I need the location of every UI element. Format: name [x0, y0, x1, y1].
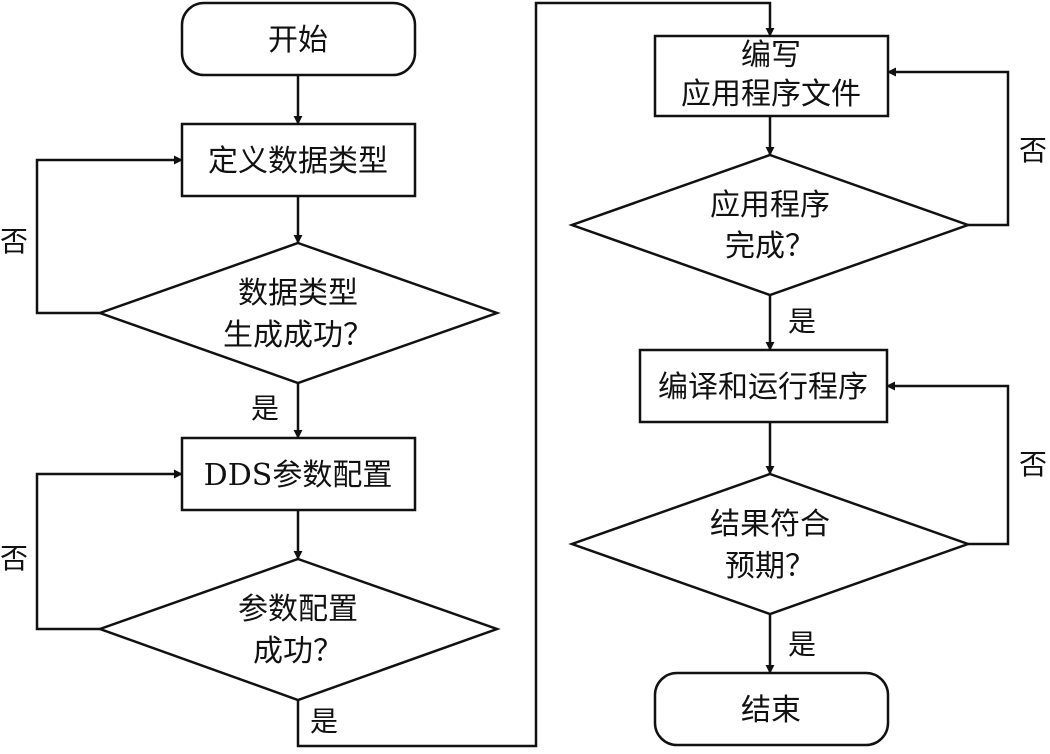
config-ok-decision: [96, 557, 501, 702]
yes-label-config: 是: [310, 705, 338, 738]
write-app-label-line1: 编写: [741, 38, 801, 73]
loop-app-done-no: [887, 67, 1010, 227]
write-app-label-line2: 应用程序文件: [681, 77, 861, 112]
define-types-label: 定义数据类型: [208, 144, 388, 179]
yes-label-result: 是: [788, 628, 816, 661]
compile-run-label: 编译和运行程序: [658, 370, 868, 405]
no-label-config: 否: [0, 542, 28, 575]
app-done-label-line2: 完成？: [725, 229, 815, 264]
config-ok-label-line1: 参数配置: [238, 592, 358, 627]
yes-label-types: 是: [251, 392, 279, 425]
arrow-config-ok-to-write-app: [296, 1, 775, 748]
result-ok-decision: [568, 472, 972, 616]
dds-config-label: DDS参数配置: [204, 458, 393, 493]
loop-config-no: [35, 469, 183, 631]
no-label-types: 否: [0, 225, 28, 258]
types-ok-label-line2: 生成成功？: [223, 318, 373, 353]
app-done-label-line1: 应用程序: [710, 188, 830, 223]
loop-types-no: [35, 155, 183, 315]
result-ok-label-line2: 预期？: [725, 549, 815, 584]
config-ok-label-line2: 成功？: [253, 634, 343, 669]
result-ok-label-line1: 结果符合: [710, 507, 830, 542]
no-label-result: 否: [1019, 448, 1047, 481]
types-ok-decision: [96, 241, 501, 385]
loop-result-no: [886, 381, 1010, 546]
no-label-app-done: 否: [1019, 134, 1047, 167]
start-label: 开始: [268, 23, 328, 58]
app-done-decision: [568, 153, 972, 297]
types-ok-label-line1: 数据类型: [238, 276, 358, 311]
yes-label-app-done: 是: [788, 305, 816, 338]
end-label: 结束: [741, 693, 801, 728]
